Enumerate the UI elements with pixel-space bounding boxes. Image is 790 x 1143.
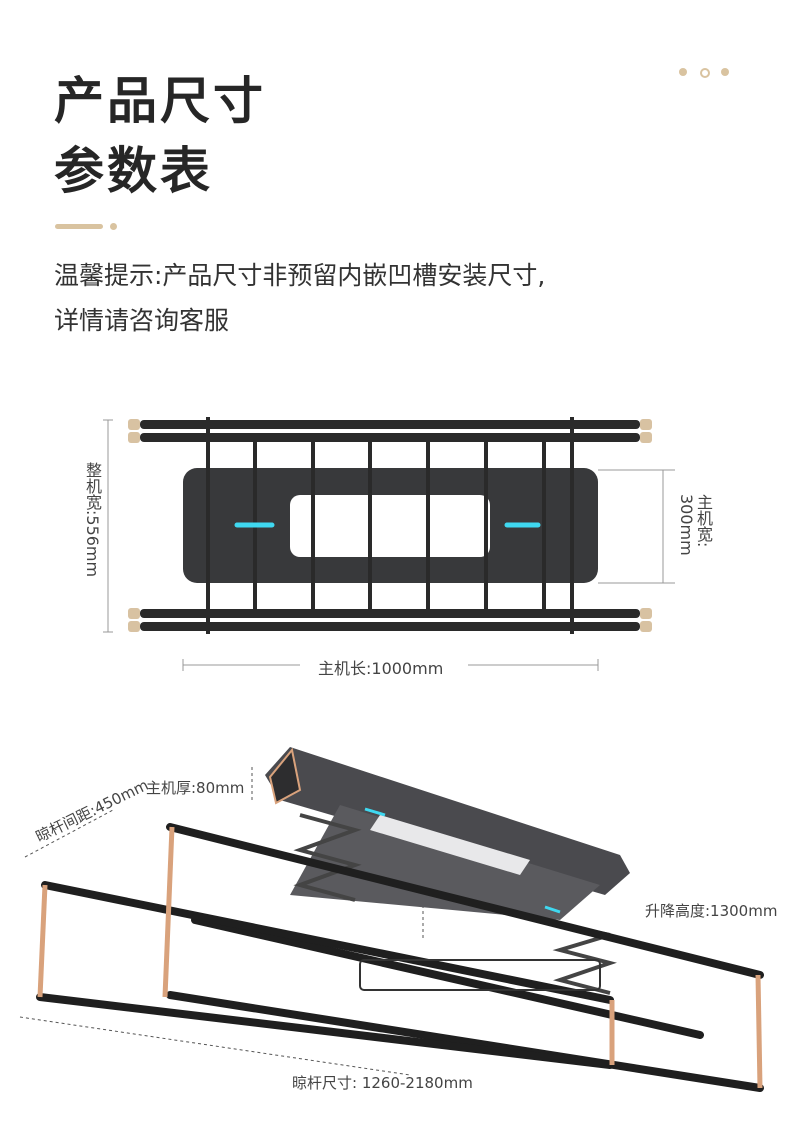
page-title-line2: 参数表	[54, 142, 213, 200]
light-window	[290, 495, 490, 557]
overall-width-label: 整机宽:556mm	[83, 462, 102, 578]
cross-bars	[206, 417, 574, 634]
perspective-diagram	[19, 747, 764, 1092]
dimension-lines	[19, 767, 424, 1076]
dimension-lines	[103, 419, 675, 671]
host-width-value: 300mm	[677, 494, 696, 556]
drying-rods	[36, 823, 764, 1092]
rail-end-caps	[128, 419, 652, 632]
light-window	[370, 815, 530, 875]
page-title-line1: 产品尺寸	[54, 72, 266, 130]
host-length-label: 主机长:1000mm	[318, 659, 444, 678]
decor-dot	[721, 68, 729, 76]
decor-dot-hollow	[700, 68, 710, 78]
underline-dot	[110, 223, 117, 230]
led-indicators	[364, 807, 561, 914]
host-thickness-label: 主机厚:80mm	[146, 779, 245, 797]
host-width-text: 主机宽:	[694, 494, 713, 548]
rails	[140, 420, 640, 631]
decor-dot	[679, 68, 687, 76]
lift-height-label: 升降高度:1300mm	[645, 902, 778, 920]
hint-line2: 详情请咨询客服	[54, 306, 230, 335]
hint-line1: 温馨提示:产品尺寸非预留内嵌凹槽安装尺寸,	[54, 261, 546, 290]
host-end-cap	[268, 747, 302, 805]
hangers	[359, 959, 601, 991]
host-body	[265, 747, 630, 895]
host-width-label: 主机宽:300mm	[677, 494, 713, 556]
rod-brackets	[37, 826, 763, 1089]
rod-size-label: 晾杆尺寸: 1260-2180mm	[292, 1074, 473, 1092]
title-underline	[55, 224, 103, 229]
top-view-diagram	[103, 417, 675, 671]
host-underside	[290, 805, 600, 920]
